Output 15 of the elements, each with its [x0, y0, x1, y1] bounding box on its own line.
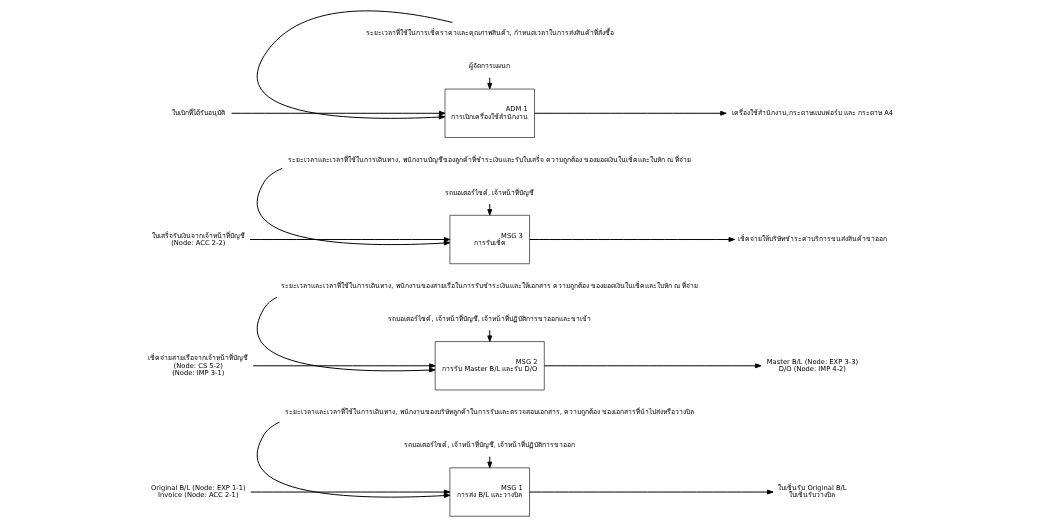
arrow: [487, 329, 493, 342]
arrow: [534, 110, 727, 116]
arrow: [487, 203, 493, 216]
arrow: [252, 363, 436, 369]
arrow: [529, 237, 735, 242]
arrow: [529, 489, 774, 495]
arrow: [231, 110, 446, 116]
arrow: [487, 77, 493, 90]
arrow: [249, 237, 451, 242]
arrow: [257, 167, 451, 246]
arrow: [257, 421, 451, 498]
arrow: [250, 489, 451, 495]
arrow: [257, 10, 453, 120]
arrow: [257, 296, 436, 373]
arrow: [543, 363, 762, 369]
